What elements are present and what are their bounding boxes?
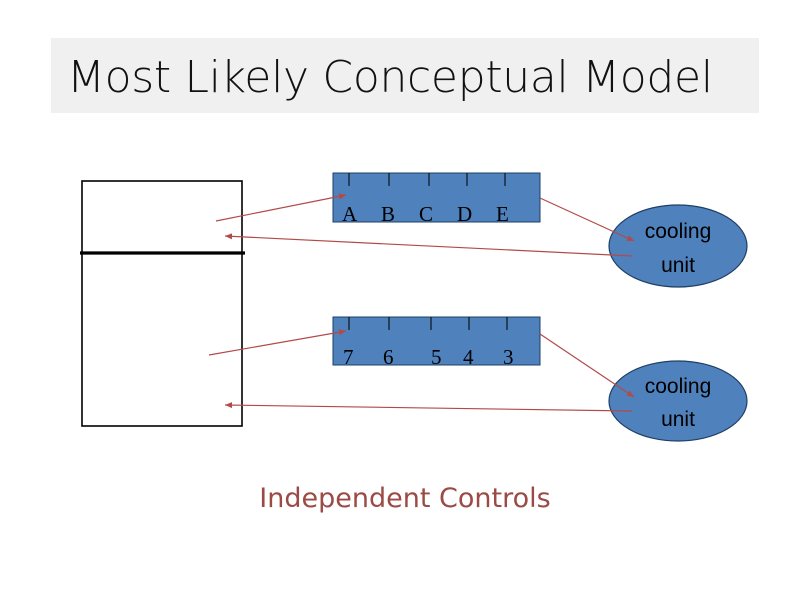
freezer-control-box <box>332 172 541 223</box>
cooling-unit-label: cooling <box>645 220 712 243</box>
fridge-control-panel: 7 6 5 4 3 <box>332 316 541 369</box>
cooling-unit-label: cooling <box>645 375 712 398</box>
freezer-setting-label: A <box>342 202 358 226</box>
cooling-unit-to-fridge-arrow <box>224 402 633 412</box>
freezer-setting-label: D <box>457 202 472 226</box>
control-to-cooling-unit-arrow <box>539 197 635 242</box>
control-to-cooling-unit-arrow <box>539 333 635 398</box>
freezer-setting-label: E <box>496 202 509 226</box>
cooling-unit-ellipse <box>608 204 748 288</box>
cooling-unit-label: unit <box>661 254 695 277</box>
fridge-to-control-arrow <box>208 329 347 356</box>
slide-title: Most Likely Conceptual Model <box>67 52 713 103</box>
fridge-setting-label: 6 <box>383 345 394 369</box>
cooling-unit-label: unit <box>661 408 695 431</box>
freezer-to-control-arrow <box>215 193 347 222</box>
freezer-cooling-unit: cooling unit <box>608 204 748 288</box>
fridge-setting-label: 3 <box>503 345 514 369</box>
connector-arrows <box>208 193 635 412</box>
cooling-unit-ellipse <box>608 360 748 442</box>
freezer-control-panel: A B C D E <box>332 172 541 226</box>
fridge-setting-label: 4 <box>463 345 474 369</box>
refrigerator <box>80 180 245 427</box>
title-band: Most Likely Conceptual Model <box>51 38 759 113</box>
fridge-setting-label: 5 <box>431 345 442 369</box>
freezer-setting-label: B <box>381 202 395 226</box>
fridge-control-box <box>332 316 541 366</box>
fridge-cooling-unit: cooling unit <box>608 360 748 442</box>
slide-caption: Independent Controls <box>259 483 551 514</box>
fridge-setting-label: 7 <box>343 345 354 369</box>
freezer-setting-label: C <box>419 202 433 226</box>
refrigerator-outline <box>81 180 243 427</box>
cooling-unit-to-freezer-arrow <box>224 233 633 257</box>
